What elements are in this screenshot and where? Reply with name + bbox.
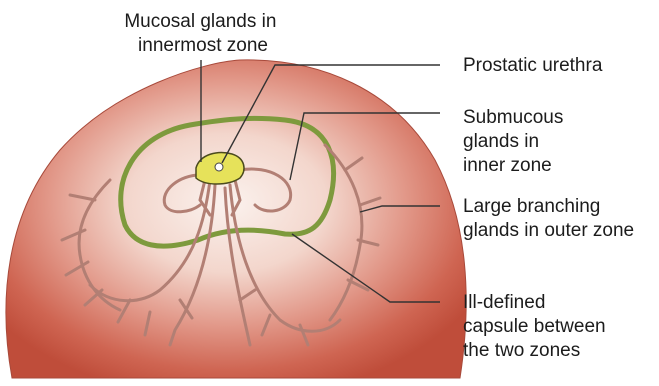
prostatic-urethra <box>196 153 244 184</box>
label-large-branching-glands-line2: glands in outer zone <box>463 220 634 241</box>
label-prostatic-urethra-line1: Prostatic urethra <box>463 55 603 76</box>
prostate-outer-zone <box>6 60 466 378</box>
label-submucous-glands: Submucous glands in inner zone <box>463 107 569 176</box>
label-capsule: Ill-defined capsule between the two zone… <box>463 292 611 361</box>
label-prostatic-urethra: Prostatic urethra <box>463 55 603 76</box>
label-large-branching-glands: Large branching glands in outer zone <box>463 196 634 241</box>
label-mucosal-glands: Mucosal glands in innermost zone <box>124 11 281 56</box>
label-large-branching-glands-line1: Large branching <box>463 196 600 217</box>
label-capsule-line1: Ill-defined <box>463 292 545 313</box>
label-mucosal-glands-line1: Mucosal glands in <box>124 11 276 32</box>
label-capsule-line2: capsule between <box>463 316 606 337</box>
label-mucosal-glands-line2: innermost zone <box>138 35 268 56</box>
label-capsule-line3: the two zones <box>463 340 580 361</box>
label-submucous-glands-line2: glands in <box>463 131 539 152</box>
label-submucous-glands-line3: inner zone <box>463 155 552 176</box>
label-submucous-glands-line1: Submucous <box>463 107 563 128</box>
